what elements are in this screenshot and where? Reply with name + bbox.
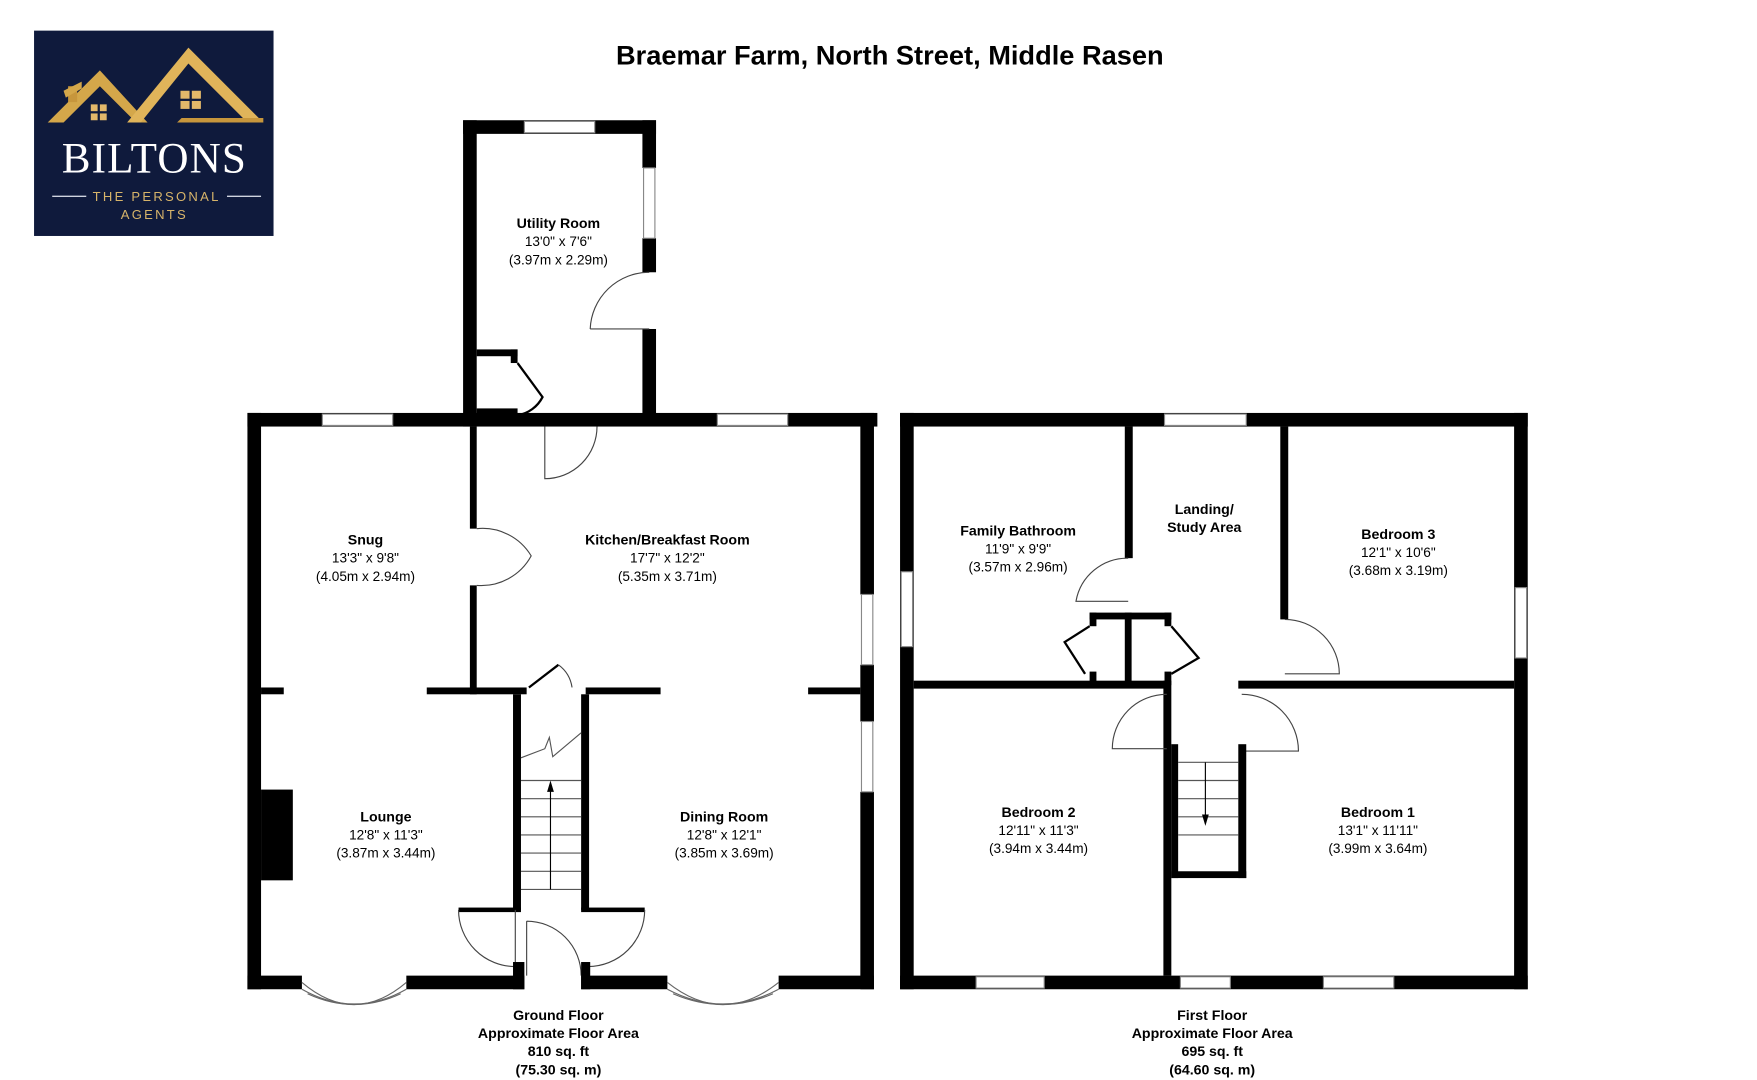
front-door <box>526 920 582 976</box>
room-label-snug: Snug 13'3" x 9'8" (4.05m x 2.94m) <box>316 533 415 584</box>
first-floor-plan <box>900 412 1528 990</box>
svg-text:12'8" x 11'3": 12'8" x 11'3" <box>349 827 423 842</box>
chimney-breast <box>261 789 293 881</box>
window <box>321 413 394 426</box>
svg-text:(64.60 sq. m): (64.60 sq. m) <box>1169 1062 1255 1078</box>
svg-text:(3.87m x 3.44m): (3.87m x 3.44m) <box>336 846 435 861</box>
ground-floor-area: Ground Floor Approximate Floor Area 810 … <box>478 1008 639 1078</box>
bedroom1-door <box>1241 693 1300 752</box>
svg-text:Approximate Floor Area: Approximate Floor Area <box>478 1026 639 1042</box>
svg-text:Utility Room: Utility Room <box>517 216 600 232</box>
window <box>1322 976 1395 989</box>
svg-text:810 sq. ft: 810 sq. ft <box>528 1044 590 1060</box>
svg-text:(3.99m x 3.64m): (3.99m x 3.64m) <box>1328 841 1427 856</box>
svg-text:11'9" x 9'9": 11'9" x 9'9" <box>985 542 1051 557</box>
biltons-logo: BILTONS THE PERSONAL AGENTS <box>34 30 274 236</box>
window <box>900 571 914 648</box>
logo-tagline-1: THE PERSONAL <box>93 189 221 204</box>
first-floor-area: First Floor Approximate Floor Area 695 s… <box>1132 1008 1293 1078</box>
svg-text:(5.35m x 3.71m): (5.35m x 3.71m) <box>618 569 717 584</box>
svg-text:Study Area: Study Area <box>1167 520 1241 536</box>
staircase-first-floor <box>1178 761 1239 836</box>
svg-text:13'0" x 7'6": 13'0" x 7'6" <box>525 234 592 249</box>
room-label-bedroom2: Bedroom 2 12'11" x 11'3" (3.94m x 3.44m) <box>989 805 1088 856</box>
room-label-kitchen: Kitchen/Breakfast Room 17'7" x 12'2" (5.… <box>585 533 750 584</box>
bedroom2-door <box>1111 693 1167 750</box>
svg-text:Kitchen/Breakfast Room: Kitchen/Breakfast Room <box>585 533 750 549</box>
svg-text:(3.85m x 3.69m): (3.85m x 3.69m) <box>675 846 774 861</box>
svg-text:12'1" x 10'6": 12'1" x 10'6" <box>1361 545 1436 560</box>
cupboard-door <box>1170 625 1201 675</box>
staircase <box>520 732 582 890</box>
bathroom-door <box>1075 557 1129 602</box>
lounge-bay-window <box>307 993 401 1006</box>
window <box>1179 976 1231 989</box>
window <box>1163 413 1247 426</box>
room-label-bedroom1: Bedroom 1 13'1" x 11'11" (3.99m x 3.64m) <box>1328 805 1427 856</box>
svg-text:Lounge: Lounge <box>360 809 411 825</box>
bedroom3-door <box>1284 618 1340 675</box>
cupboard-door <box>1063 625 1091 675</box>
room-label-dining: Dining Room 12'8" x 12'1" (3.85m x 3.69m… <box>675 809 774 860</box>
svg-text:Snug: Snug <box>348 533 383 549</box>
kitchen-utility-door <box>544 426 598 480</box>
page-title: Braemar Farm, North Street, Middle Rasen <box>616 40 1164 71</box>
window <box>860 593 874 666</box>
svg-text:13'1" x 11'11": 13'1" x 11'11" <box>1338 823 1418 838</box>
window <box>716 413 789 426</box>
logo-tagline-2: AGENTS <box>121 207 188 222</box>
svg-text:Ground Floor: Ground Floor <box>513 1008 604 1024</box>
svg-text:Dining Room: Dining Room <box>680 809 768 825</box>
logo-brand-text: BILTONS <box>62 135 247 182</box>
svg-text:(3.97m x 2.29m): (3.97m x 2.29m) <box>509 252 608 267</box>
svg-text:Bedroom 1: Bedroom 1 <box>1341 805 1415 821</box>
snug-door <box>476 527 532 587</box>
svg-text:(4.05m x 2.94m): (4.05m x 2.94m) <box>316 569 415 584</box>
window <box>860 720 874 793</box>
svg-text:13'3" x 9'8": 13'3" x 9'8" <box>332 551 399 566</box>
svg-text:Family Bathroom: Family Bathroom <box>960 523 1076 539</box>
room-label-bedroom3: Bedroom 3 12'1" x 10'6" (3.68m x 3.19m) <box>1349 527 1448 578</box>
svg-text:12'11" x 11'3": 12'11" x 11'3" <box>998 823 1078 838</box>
room-label-landing: Landing/ Study Area <box>1167 502 1241 536</box>
stairs-up-arrow-icon <box>547 780 554 792</box>
window <box>975 976 1045 989</box>
svg-text:Landing/: Landing/ <box>1175 502 1234 518</box>
room-label-bathroom: Family Bathroom 11'9" x 9'9" (3.57m x 2.… <box>960 523 1076 574</box>
dining-bay-window <box>672 993 774 1006</box>
room-label-utility: Utility Room 13'0" x 7'6" (3.97m x 2.29m… <box>509 216 608 267</box>
dining-hall-door <box>587 909 646 968</box>
svg-text:12'8" x 12'1": 12'8" x 12'1" <box>687 827 762 842</box>
svg-text:Bedroom 2: Bedroom 2 <box>1002 805 1076 821</box>
svg-text:Approximate Floor Area: Approximate Floor Area <box>1132 1026 1293 1042</box>
svg-text:(3.94m x 3.44m): (3.94m x 3.44m) <box>989 841 1088 856</box>
stairs-down-arrow-icon <box>1201 814 1209 826</box>
understairs-door <box>558 664 573 688</box>
svg-text:(3.57m x 2.96m): (3.57m x 2.96m) <box>969 560 1068 575</box>
utility-door <box>589 271 650 330</box>
logo-background <box>34 30 274 236</box>
house-roof-icon <box>47 47 264 123</box>
lounge-hall-door <box>457 909 516 968</box>
window <box>642 167 656 239</box>
room-label-lounge: Lounge 12'8" x 11'3" (3.87m x 3.44m) <box>336 809 435 860</box>
ground-floor-plan <box>247 120 878 1006</box>
svg-text:695 sq. ft: 695 sq. ft <box>1181 1044 1243 1060</box>
svg-text:First Floor: First Floor <box>1177 1008 1248 1024</box>
window <box>523 120 596 134</box>
window <box>1514 587 1528 659</box>
svg-text:Bedroom 3: Bedroom 3 <box>1361 527 1435 543</box>
svg-text:(75.30 sq. m): (75.30 sq. m) <box>515 1062 601 1078</box>
svg-text:(3.68m x 3.19m): (3.68m x 3.19m) <box>1349 563 1448 578</box>
svg-text:17'7" x 12'2": 17'7" x 12'2" <box>630 551 705 566</box>
